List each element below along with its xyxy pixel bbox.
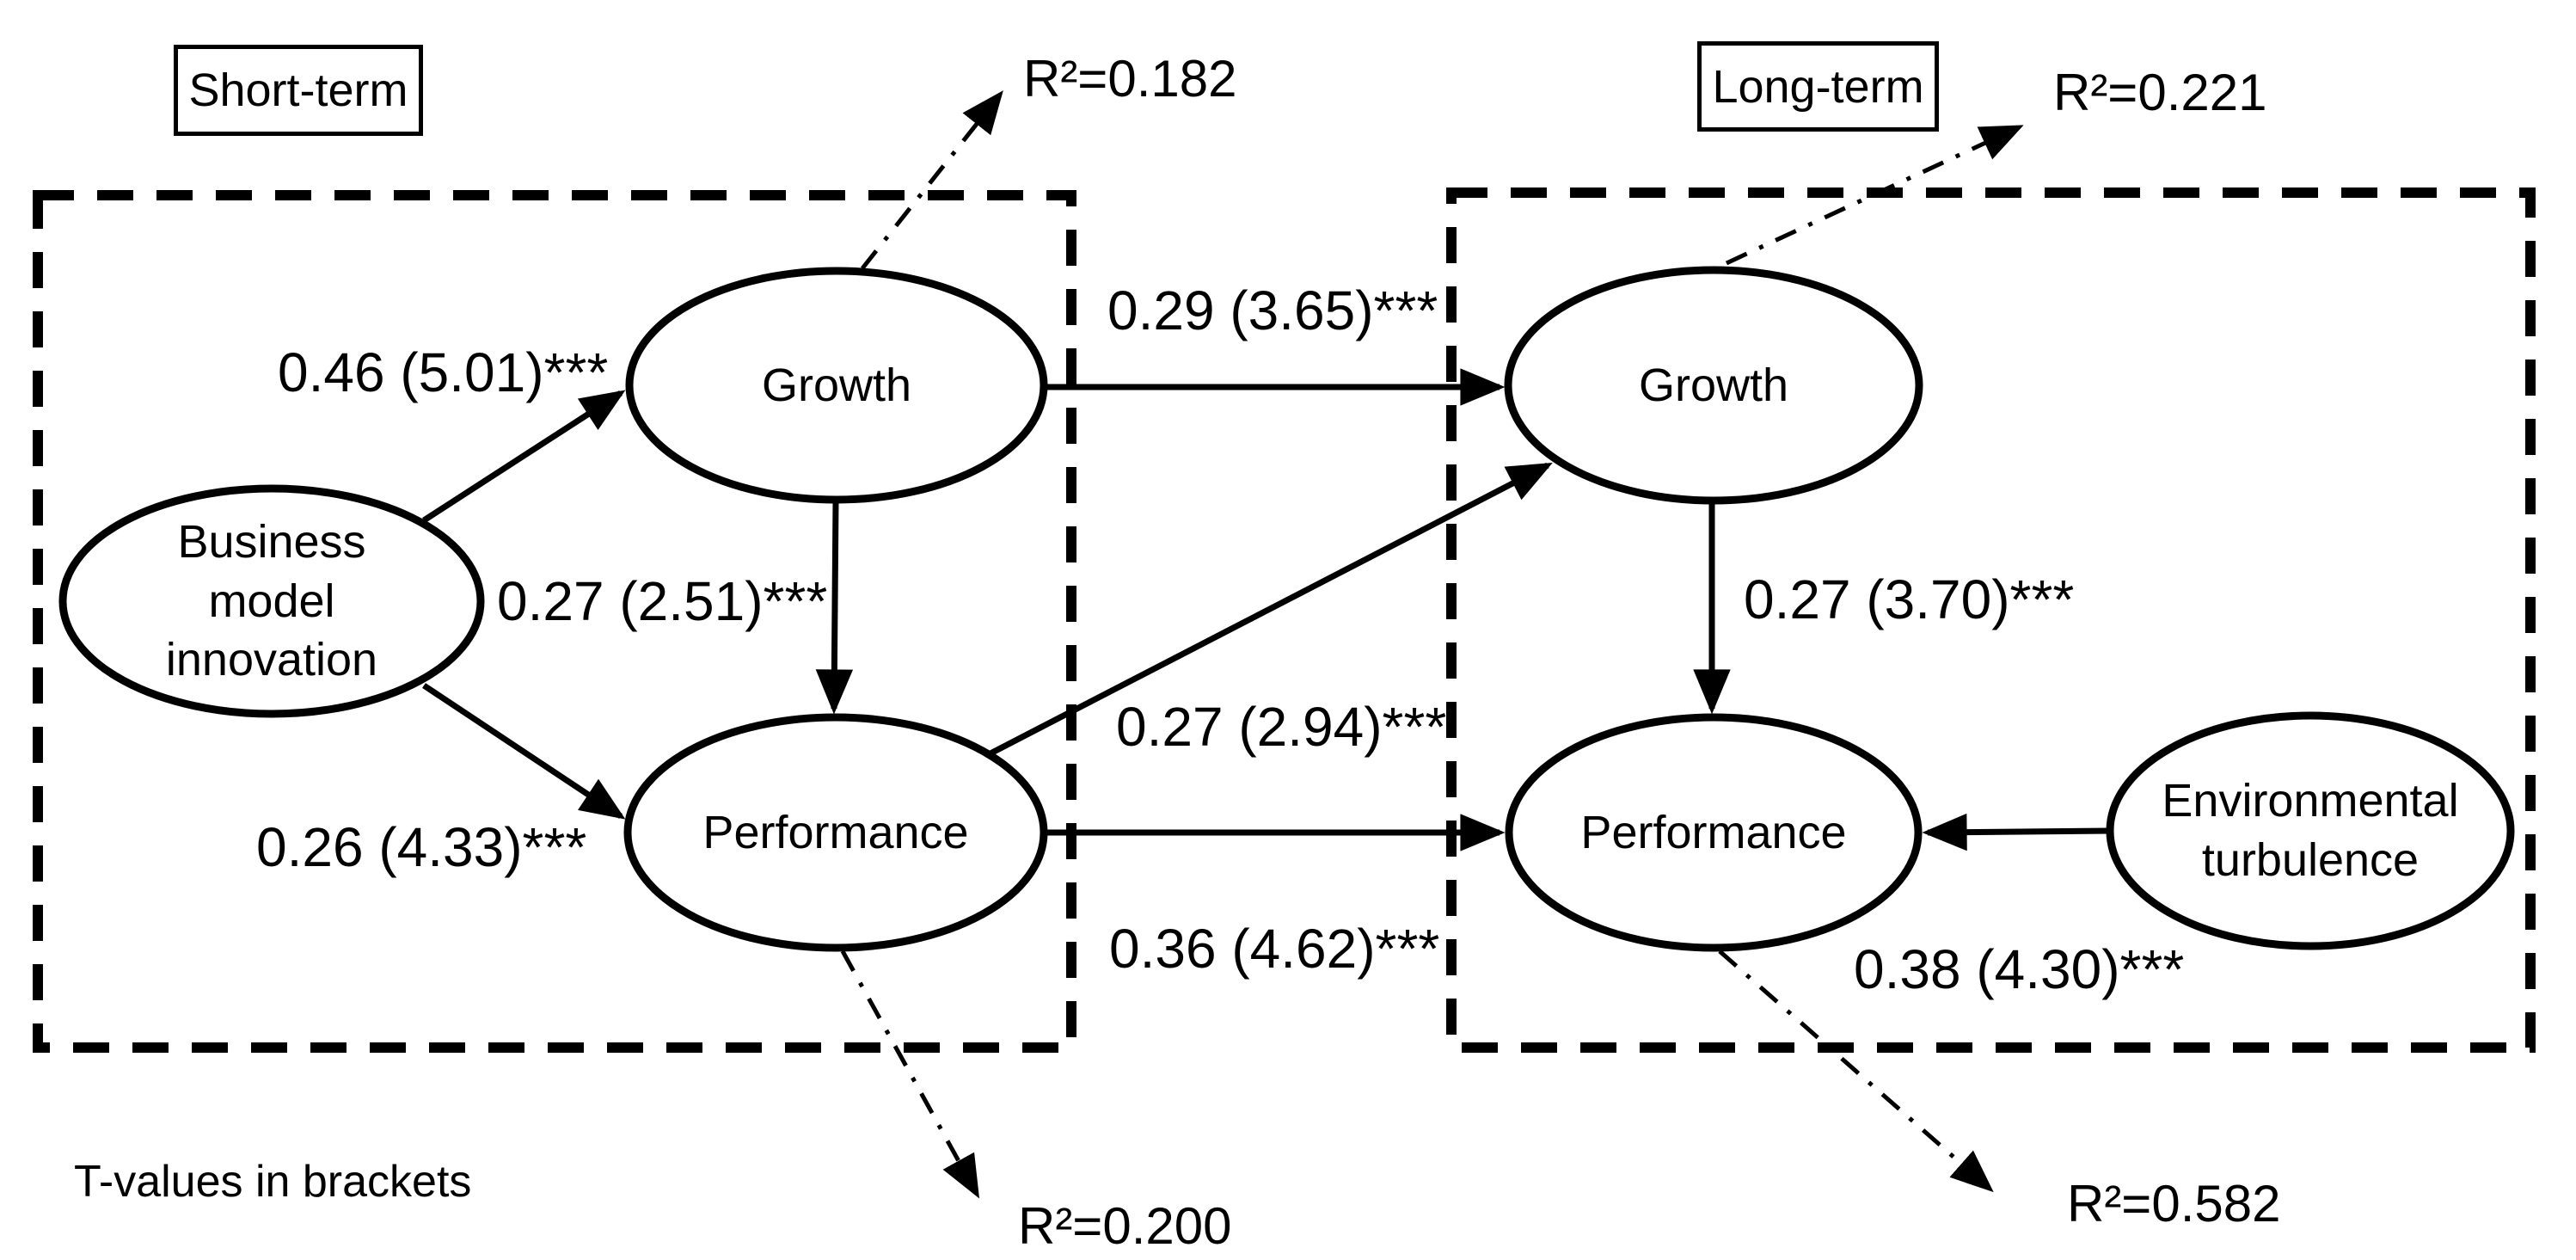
performance-long-node: Performance (1509, 717, 1918, 948)
business-model-innovation-ellipse (58, 484, 485, 718)
environmental-turbulence-node: Environmental turbulence (2110, 716, 2511, 946)
growth-long-ellipse (1504, 266, 1923, 505)
growth-short-label: Growth (761, 359, 912, 411)
r2-growth-long: R²=0.221 (2053, 64, 2267, 121)
r2-performance-long: R²=0.582 (2067, 1175, 2281, 1232)
arrow-performance-short-to-growth-long (989, 462, 1553, 757)
coef-bmi-to-growth-short: 0.46 (5.01)*** (278, 341, 609, 403)
short-term-dashed-box (33, 190, 1076, 1053)
long-term-dashed-box (1446, 187, 2536, 1053)
performance-short-node: Performance (628, 717, 1044, 948)
business-model-innovation-label: Business model innovation (165, 516, 378, 686)
r2-pointer-performance-long (1718, 950, 1994, 1193)
performance-long-ellipse (1505, 713, 1923, 952)
r2-pointer-performance-short (840, 950, 980, 1199)
r2-performance-short: R²=0.200 (1018, 1197, 1232, 1255)
long-term-panel-title-label: Long-term (1712, 60, 1924, 113)
coef-growth-long-to-performance-long: 0.27 (3.70)*** (1744, 569, 2075, 630)
environmental-turbulence-label: Environmental turbulence (2162, 775, 2459, 886)
r2-growth-short: R²=0.182 (1023, 50, 1237, 108)
coef-performance-short-to-growth-long: 0.27 (2.94)*** (1116, 696, 1447, 758)
performance-short-ellipse (623, 713, 1048, 952)
arrow-bmi-to-growth-short (422, 390, 626, 523)
growth-long-label: Growth (1638, 359, 1789, 411)
performance-short-label: Performance (702, 806, 969, 858)
business-model-innovation-node: Business model innovation (63, 489, 481, 714)
coef-env-turbulence-to-performance-long: 0.38 (4.30)*** (1854, 938, 2185, 1000)
r2-pointer-growth-short (861, 90, 1003, 270)
arrow-bmi-to-performance-short (422, 683, 626, 820)
footnote-t-values: T-values in brackets (74, 1157, 472, 1207)
arrow-growth-short-to-performance-short (815, 500, 854, 715)
coef-bmi-to-performance-short: 0.26 (4.33)*** (256, 816, 587, 878)
growth-short-node: Growth (629, 271, 1044, 500)
coef-growth-short-to-performance-short: 0.27 (2.51)*** (497, 570, 828, 632)
short-term-panel-title-label: Short-term (188, 65, 408, 116)
short-term-panel-title: Short-term (174, 45, 423, 136)
long-term-panel-title: Long-term (1697, 41, 1939, 132)
growth-long-node: Growth (1508, 270, 1919, 501)
arrow-env-turbulence-to-performance-long (1922, 813, 2111, 851)
coef-performance-short-to-performance-long: 0.36 (4.62)*** (1109, 918, 1440, 980)
performance-long-label: Performance (1580, 806, 1847, 858)
coef-growth-short-to-growth-long: 0.29 (3.65)*** (1107, 280, 1438, 341)
